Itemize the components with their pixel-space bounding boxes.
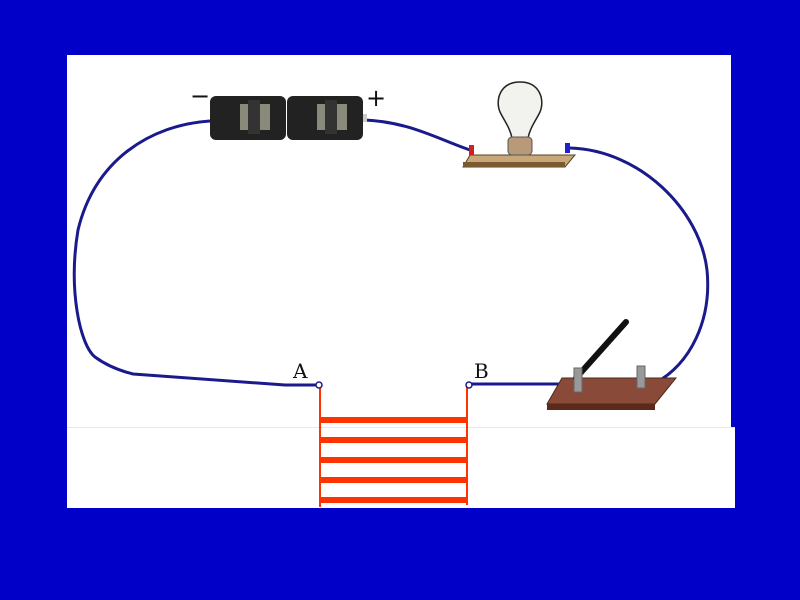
- light-bulb: [462, 81, 577, 168]
- terminal-a[interactable]: [315, 381, 323, 389]
- terminal-b[interactable]: [465, 381, 473, 389]
- resistor-ladder: [319, 385, 468, 507]
- wire-battery-bulb: [364, 118, 471, 152]
- wires: [72, 118, 710, 387]
- battery-negative-label: −: [190, 82, 210, 110]
- wire-left: [72, 119, 318, 387]
- battery-pack: [210, 96, 367, 140]
- battery-positive-label: +: [366, 84, 386, 112]
- terminal-a-label: A: [292, 359, 308, 383]
- terminal-b-label: B: [474, 359, 489, 383]
- knife-switch[interactable]: [546, 319, 678, 410]
- panel-upper: [67, 55, 731, 428]
- wire-right: [569, 146, 710, 385]
